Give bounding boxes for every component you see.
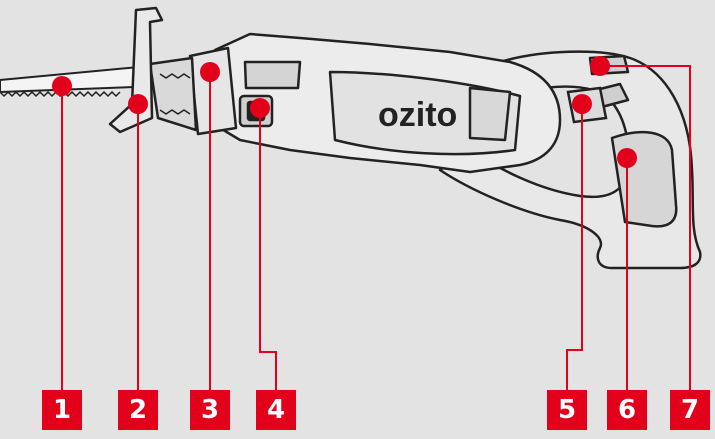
callout-dot-1 — [52, 76, 72, 96]
callout-badge-1: 1 — [42, 390, 82, 430]
callout-badge-7: 7 — [670, 390, 710, 430]
callout-dot-7 — [590, 56, 610, 76]
callout-badge-4: 4 — [256, 390, 296, 430]
callout-badge-3: 3 — [190, 390, 230, 430]
front-nose — [150, 48, 236, 134]
leader-line-5 — [567, 104, 582, 390]
brand-logo: ozito — [378, 96, 457, 134]
callout-dot-5 — [572, 94, 592, 114]
callout-dot-6 — [617, 148, 637, 168]
callout-dot-4 — [250, 98, 270, 118]
callout-dot-2 — [128, 94, 148, 114]
callout-badge-5: 5 — [547, 390, 587, 430]
leader-line-4 — [260, 108, 276, 390]
callout-dot-3 — [200, 62, 220, 82]
callout-badge-6: 6 — [607, 390, 647, 430]
callout-badge-2: 2 — [118, 390, 158, 430]
